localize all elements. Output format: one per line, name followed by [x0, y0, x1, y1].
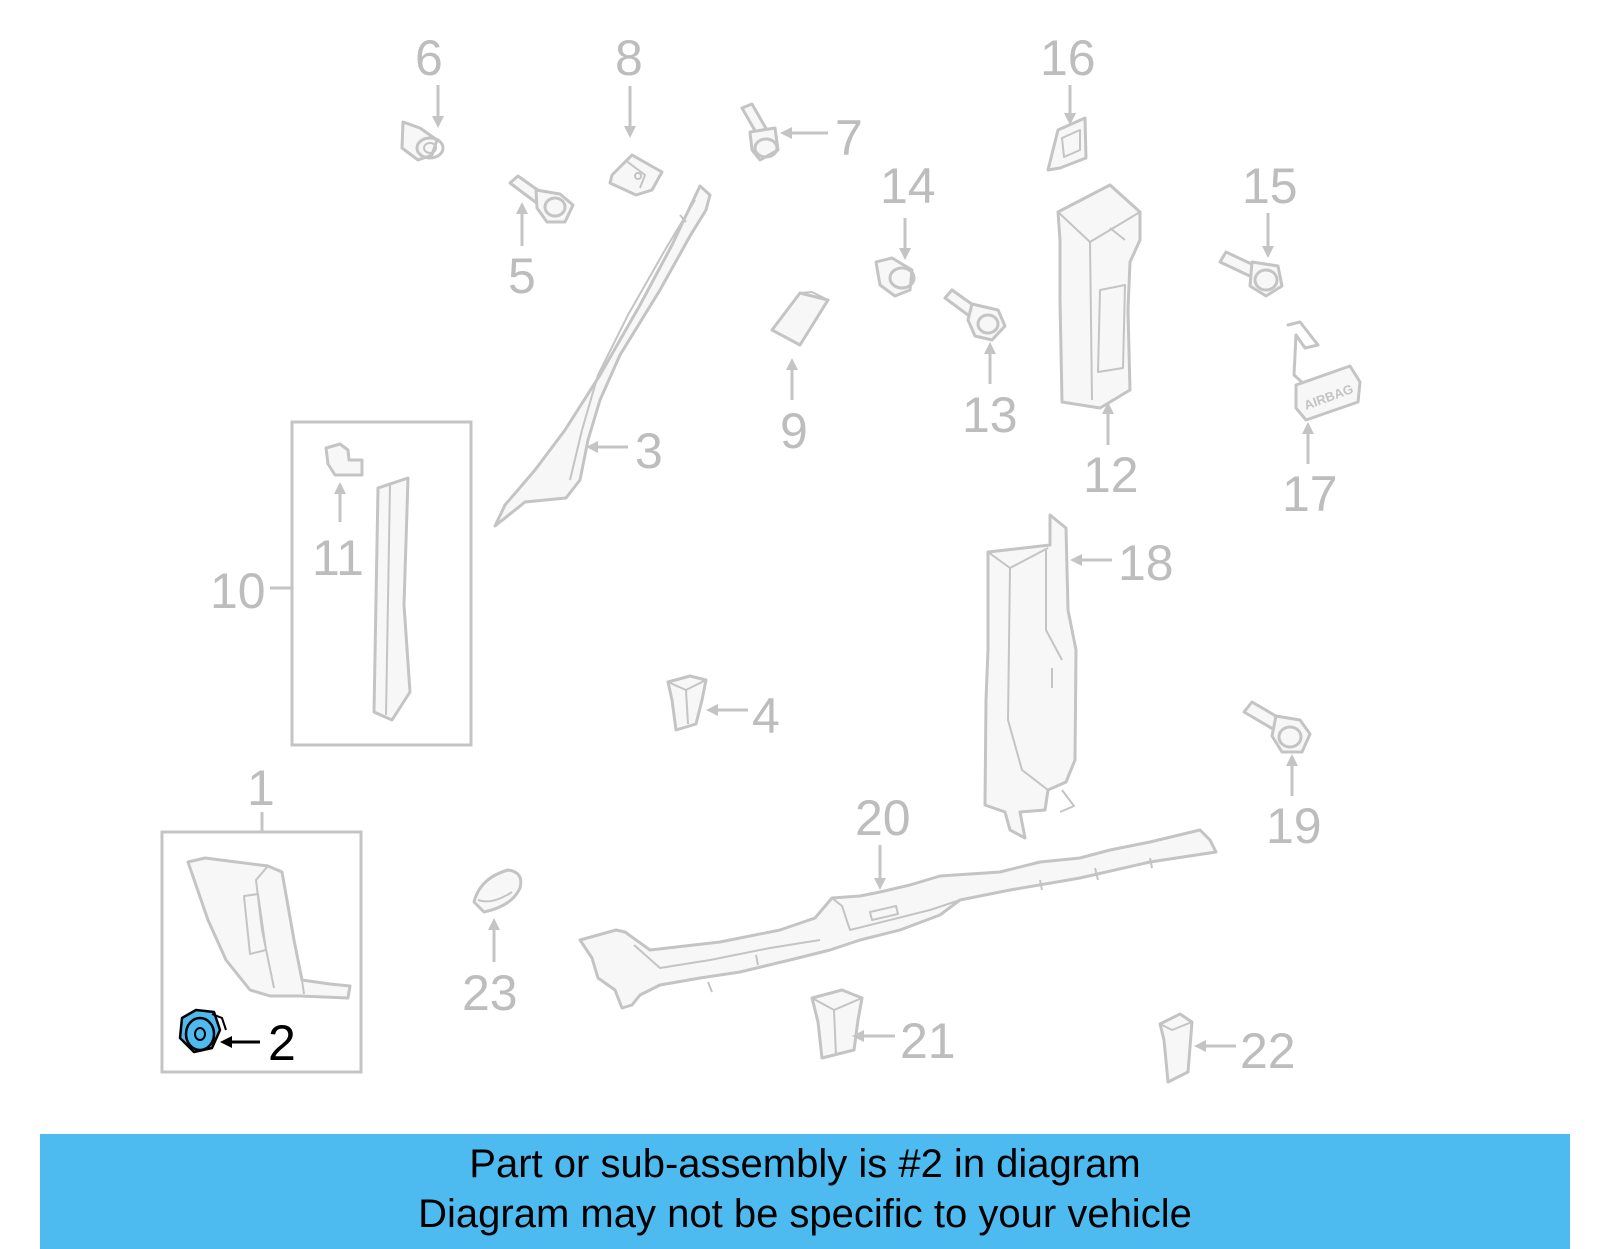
label-14: 14	[880, 158, 936, 214]
part-10-group-box	[290, 420, 473, 747]
label-11: 11	[312, 530, 364, 586]
info-banner: Part or sub-assembly is #2 in diagram Di…	[40, 1134, 1570, 1249]
label-15: 15	[1242, 158, 1298, 214]
part-8-bracket	[608, 153, 664, 197]
label-6: 6	[415, 30, 443, 86]
label-18: 18	[1118, 535, 1174, 591]
part-23-plug	[472, 868, 523, 914]
part-13-bolt	[943, 288, 1007, 342]
label-4: 4	[752, 688, 780, 744]
label-13: 13	[962, 387, 1018, 443]
part-22-clip	[1158, 1012, 1194, 1084]
label-7: 7	[835, 110, 863, 166]
part-1-group-box	[160, 830, 363, 1074]
label-8: 8	[615, 30, 643, 86]
part-15-bolt	[1218, 250, 1284, 298]
part-9-pad	[770, 291, 830, 347]
part-19-bolt	[1242, 700, 1312, 754]
part-5-bolt	[508, 174, 575, 224]
label-19: 19	[1266, 798, 1322, 854]
label-10: 10	[210, 563, 266, 619]
label-16: 16	[1040, 30, 1096, 86]
part-3-a-pillar-trim	[493, 184, 712, 528]
part-7-bolt	[740, 102, 780, 162]
part-14-clip	[874, 256, 916, 298]
label-2: 2	[268, 1015, 296, 1071]
label-1: 1	[247, 760, 275, 816]
part-4-clip	[666, 674, 708, 732]
label-9: 9	[780, 403, 808, 459]
label-22: 22	[1240, 1023, 1296, 1079]
part-6-clip	[400, 120, 445, 162]
banner-line-part: Part or sub-assembly is #2 in diagram	[469, 1142, 1141, 1186]
part-1-kick-panel-trim	[186, 856, 352, 1000]
label-5: 5	[508, 248, 536, 304]
label-23: 23	[462, 965, 518, 1021]
label-3: 3	[635, 423, 663, 479]
part-17-airbag-emblem: AIRBAG	[1286, 320, 1362, 422]
label-20: 20	[855, 790, 911, 846]
label-12: 12	[1083, 447, 1139, 503]
part-12-b-pillar-upper-trim	[1056, 183, 1142, 410]
part-21-clip	[810, 988, 864, 1060]
part-20-sill-plate	[578, 828, 1218, 1010]
banner-line-disclaimer: Diagram may not be specific to your vehi…	[418, 1192, 1192, 1236]
part-16-clip	[1046, 116, 1088, 172]
label-21: 21	[900, 1013, 956, 1069]
part-2-push-clip-highlighted[interactable]	[178, 1008, 227, 1054]
part-10-pillar-trim	[372, 476, 412, 722]
label-17: 17	[1282, 466, 1338, 522]
part-18-b-pillar-lower-trim	[983, 513, 1078, 840]
part-11-clip	[324, 442, 364, 477]
